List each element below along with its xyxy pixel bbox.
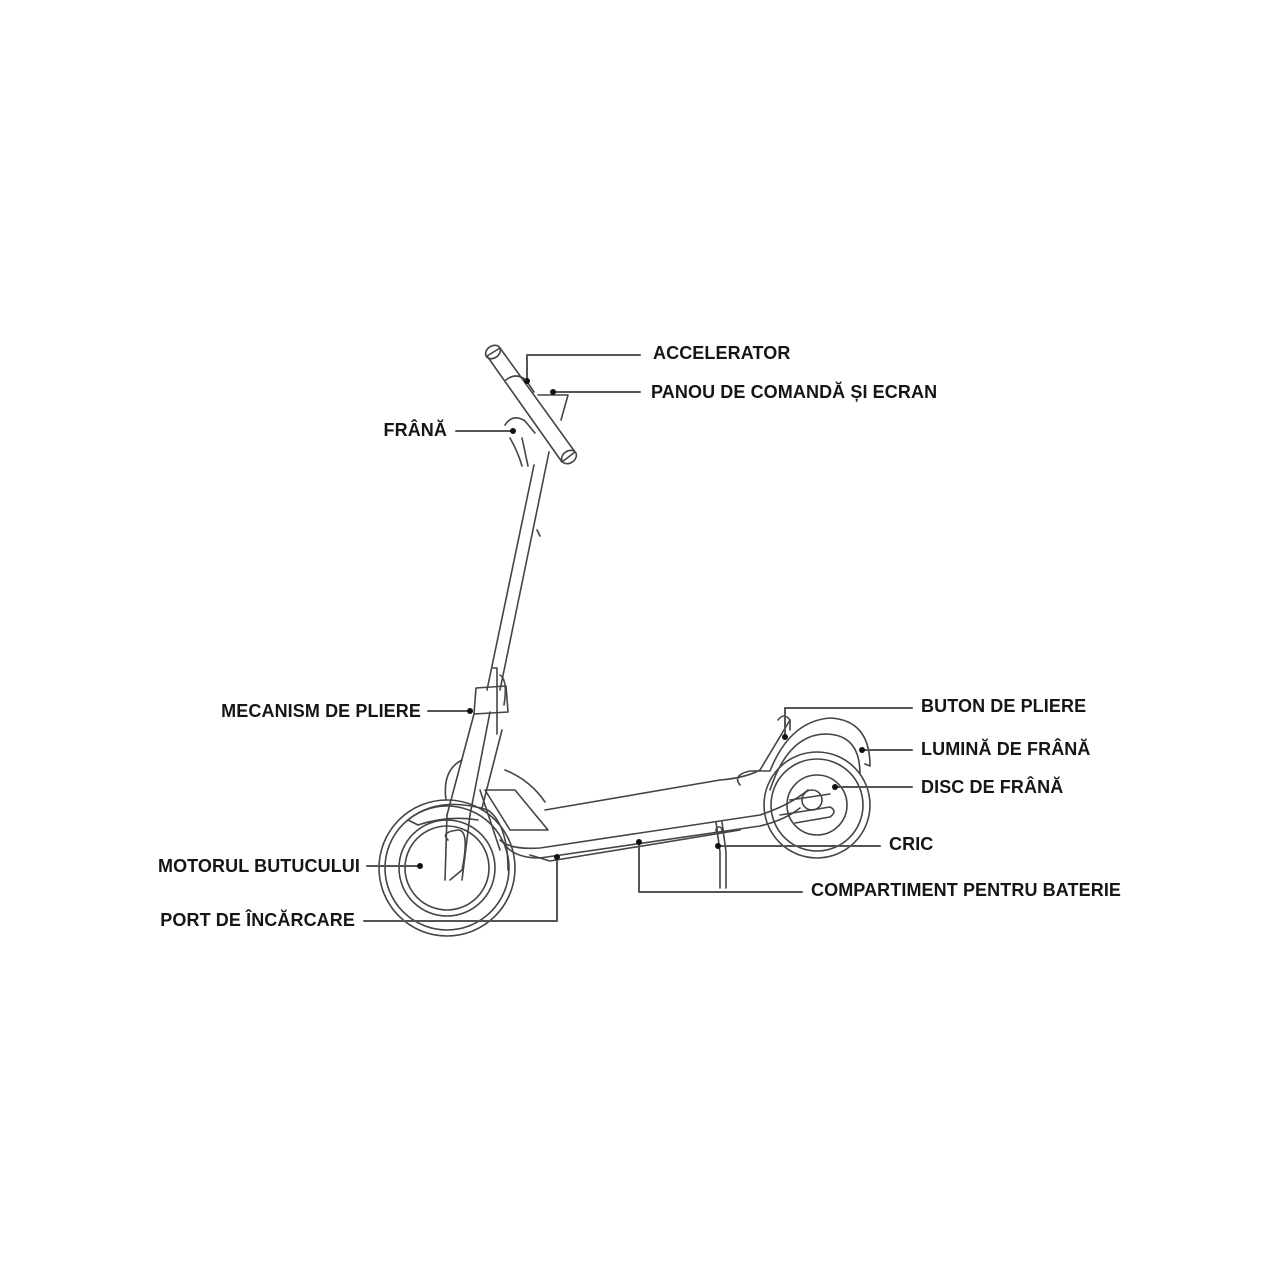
label-kickstand: CRIC xyxy=(889,834,934,854)
label-hub-motor: MOTORUL BUTUCULUI xyxy=(157,856,360,876)
label-control-panel: PANOU DE COMANDĂ ȘI ECRAN xyxy=(651,382,938,402)
label-battery-compartment: COMPARTIMENT PENTRU BATERIE xyxy=(811,880,1122,900)
leader-dots xyxy=(417,378,865,869)
leader-charging-port xyxy=(363,856,558,922)
label-charging-port: PORT DE ÎNCĂRCARE xyxy=(160,910,355,930)
leader-battery xyxy=(638,841,803,893)
label-folding-mechanism: MECANISM DE PLIERE xyxy=(221,701,421,721)
label-brake-disc: DISC DE FRÂNĂ xyxy=(921,777,1064,797)
scooter-drawing xyxy=(378,344,871,937)
label-brake-light: LUMINĂ DE FRÂNĂ xyxy=(921,739,1091,759)
leader-folding-button xyxy=(784,707,913,738)
label-accelerator: ACCELERATOR xyxy=(653,343,791,363)
leader-lines xyxy=(363,354,913,922)
label-folding-button: BUTON DE PLIERE xyxy=(921,696,1087,716)
label-brake: FRÂNĂ xyxy=(383,420,447,440)
leader-accelerator xyxy=(526,354,641,382)
